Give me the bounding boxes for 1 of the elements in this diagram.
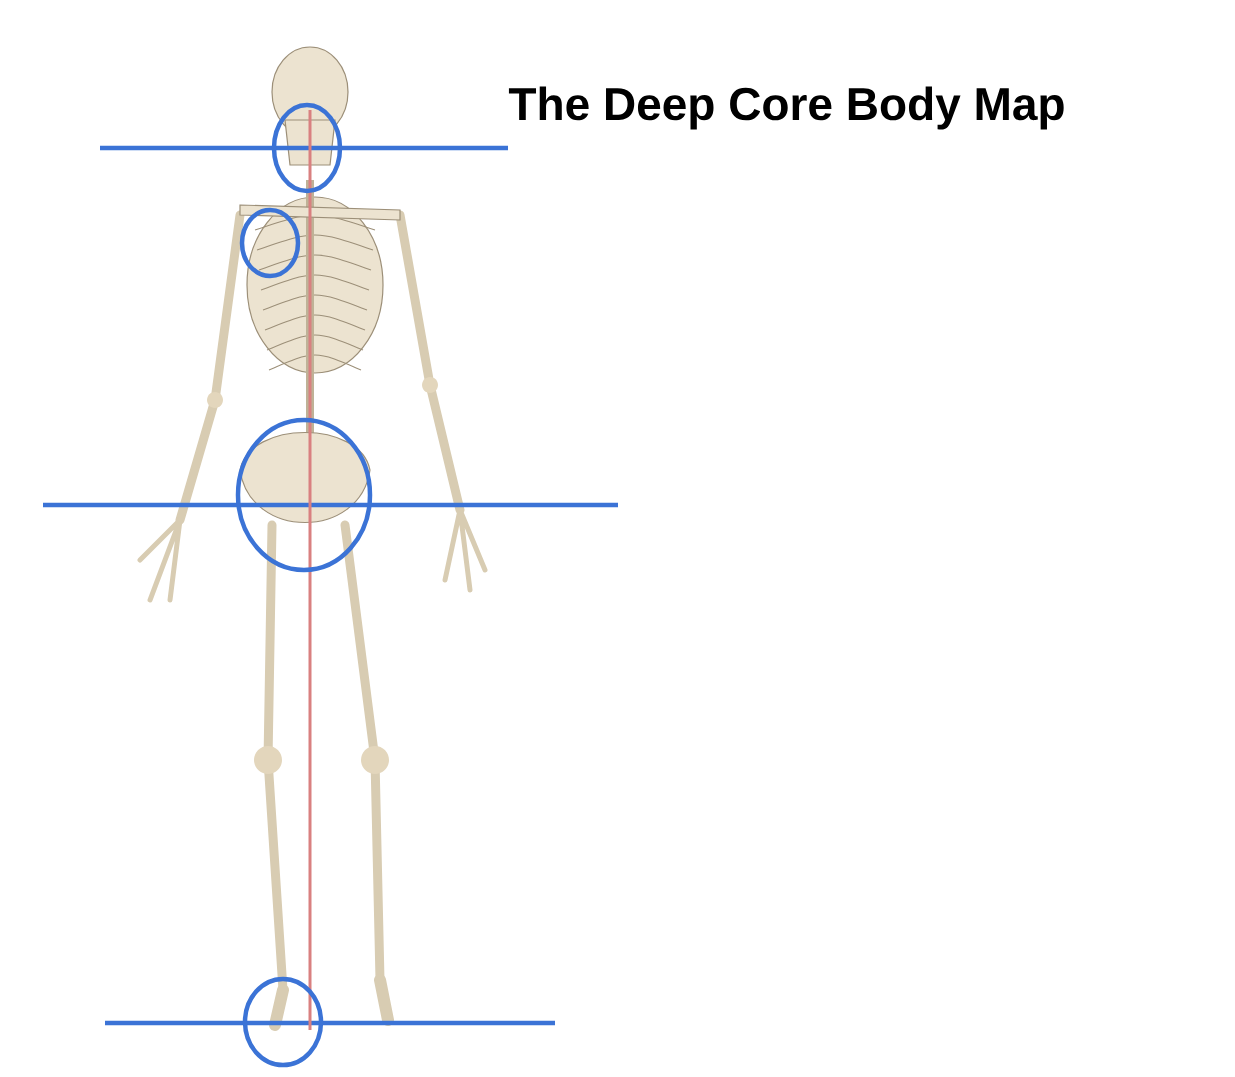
title: The Deep Core Body Map <box>508 86 1064 130</box>
